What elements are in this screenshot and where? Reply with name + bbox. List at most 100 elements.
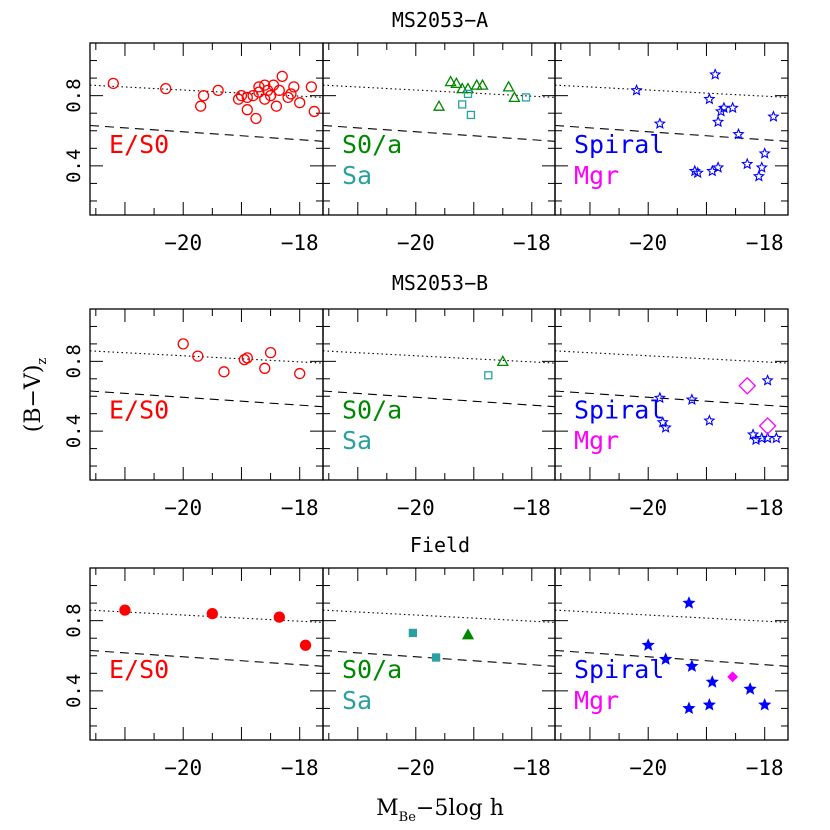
data-point-e-s0 bbox=[264, 346, 277, 359]
data-point-spiral bbox=[682, 596, 696, 609]
data-point-s0-a bbox=[432, 99, 446, 111]
data-point-spiral bbox=[653, 117, 666, 129]
data-point-e-s0 bbox=[259, 93, 271, 105]
y-tick-label: 0.4 bbox=[63, 149, 85, 183]
data-point-e-s0 bbox=[273, 84, 285, 97]
data-point-e-s0 bbox=[308, 105, 320, 118]
legend-label-s0-a: S0/a bbox=[342, 655, 402, 684]
data-point-s0-a bbox=[461, 82, 475, 94]
data-point-e-s0 bbox=[259, 79, 271, 91]
data-point-e-s0 bbox=[273, 611, 285, 623]
data-point-spiral bbox=[732, 127, 745, 140]
panel-frame bbox=[89, 567, 324, 741]
x-tick-label: −18 bbox=[281, 231, 319, 255]
x-axis-label-subscript: Be bbox=[399, 810, 417, 825]
data-point-spiral bbox=[746, 428, 760, 440]
legend-label-mgr: Mgr bbox=[574, 686, 619, 715]
legend-label-spiral: Spiral bbox=[574, 655, 664, 684]
data-point-e-s0 bbox=[299, 639, 312, 651]
row-title: MS2053−B bbox=[392, 271, 488, 295]
data-point-e-s0 bbox=[119, 604, 131, 616]
dashed-relation-line bbox=[554, 390, 789, 408]
x-tick-label: −18 bbox=[513, 756, 551, 780]
data-point-spiral bbox=[752, 169, 765, 182]
panel-1: −20−180.40.8E/S0 bbox=[63, 308, 324, 520]
x-tick-label: −18 bbox=[746, 756, 784, 780]
data-point-e-s0 bbox=[270, 100, 283, 112]
data-point-e-s0 bbox=[294, 367, 306, 380]
y-tick-label: 0.4 bbox=[63, 414, 85, 448]
legend-label-s0-a: S0/a bbox=[342, 395, 402, 424]
x-tick-label: −20 bbox=[397, 231, 435, 255]
data-point-spiral bbox=[767, 110, 780, 122]
legend-label-sa: Sa bbox=[342, 161, 372, 190]
data-point-e-s0 bbox=[294, 97, 306, 109]
data-point-e-s0 bbox=[282, 91, 294, 104]
data-point-spiral bbox=[755, 161, 768, 173]
data-point-sa bbox=[466, 110, 476, 120]
dashed-relation-line bbox=[89, 124, 324, 142]
panel-frame bbox=[554, 42, 789, 216]
data-point-spiral bbox=[711, 115, 725, 128]
data-point-e-s0 bbox=[276, 70, 288, 82]
dotted-relation-line bbox=[89, 609, 324, 623]
x-tick-label: −20 bbox=[397, 496, 435, 520]
data-point-spiral bbox=[685, 659, 699, 672]
data-point-sa bbox=[463, 89, 473, 99]
data-point-e-s0 bbox=[177, 338, 189, 350]
data-point-e-s0 bbox=[232, 93, 245, 105]
dotted-relation-line bbox=[89, 350, 324, 364]
data-point-spiral bbox=[703, 92, 716, 105]
chart-row-3: Field−20−180.40.8E/S0−20−18S0/aSa−20−18S… bbox=[63, 533, 789, 780]
data-point-spiral bbox=[641, 638, 655, 651]
chart-row-1: MS2053−A−20−180.40.8E/S0−20−18S0/aSa−20−… bbox=[63, 8, 789, 255]
data-point-spiral bbox=[659, 421, 672, 433]
data-point-e-s0 bbox=[247, 90, 259, 102]
x-tick-label: −20 bbox=[164, 496, 202, 520]
legend-label-mgr: Mgr bbox=[574, 161, 619, 190]
data-point-spiral bbox=[726, 101, 739, 114]
data-point-s0-a bbox=[461, 628, 475, 640]
dashed-relation-line bbox=[322, 124, 556, 142]
data-point-e-s0 bbox=[305, 81, 318, 93]
data-point-s0-a bbox=[496, 355, 509, 366]
row-title: MS2053−A bbox=[392, 8, 488, 32]
data-point-spiral bbox=[630, 83, 643, 96]
legend-label-mgr: Mgr bbox=[574, 426, 619, 455]
data-point-e-s0 bbox=[288, 81, 300, 93]
dotted-relation-line bbox=[554, 350, 789, 364]
legend-label-sa: Sa bbox=[342, 686, 372, 715]
chart-row-2: MS2053−B−20−180.40.8E/S0−20−18S0/aSa−20−… bbox=[63, 271, 789, 520]
x-tick-label: −20 bbox=[629, 231, 667, 255]
x-tick-label: −20 bbox=[629, 756, 667, 780]
dashed-relation-line bbox=[89, 390, 324, 408]
data-point-spiral bbox=[758, 147, 771, 159]
data-point-e-s0 bbox=[264, 90, 277, 102]
data-point-e-s0 bbox=[206, 607, 218, 620]
panel-1: −20−180.40.8E/S0 bbox=[63, 567, 324, 780]
legend-label-e-s0: E/S0 bbox=[109, 655, 169, 684]
y-tick-label: 0.4 bbox=[63, 674, 85, 708]
legend-label-e-s0: E/S0 bbox=[109, 130, 169, 159]
data-point-mgr bbox=[727, 671, 739, 683]
data-point-e-s0 bbox=[241, 104, 253, 116]
data-point-spiral bbox=[741, 157, 754, 170]
data-point-sa bbox=[408, 628, 418, 638]
x-tick-label: −18 bbox=[513, 231, 551, 255]
data-point-spiral bbox=[709, 68, 722, 80]
data-point-spiral bbox=[703, 414, 716, 426]
data-point-spiral bbox=[682, 701, 696, 715]
dashed-relation-line bbox=[554, 124, 789, 142]
data-point-s0-a bbox=[502, 80, 515, 92]
data-point-s0-a bbox=[508, 91, 521, 103]
data-point-e-s0 bbox=[235, 90, 248, 102]
dotted-relation-line bbox=[554, 609, 789, 623]
x-tick-label: −18 bbox=[746, 496, 784, 520]
panel-frame bbox=[554, 567, 789, 741]
legend-label-sa: Sa bbox=[342, 426, 372, 455]
